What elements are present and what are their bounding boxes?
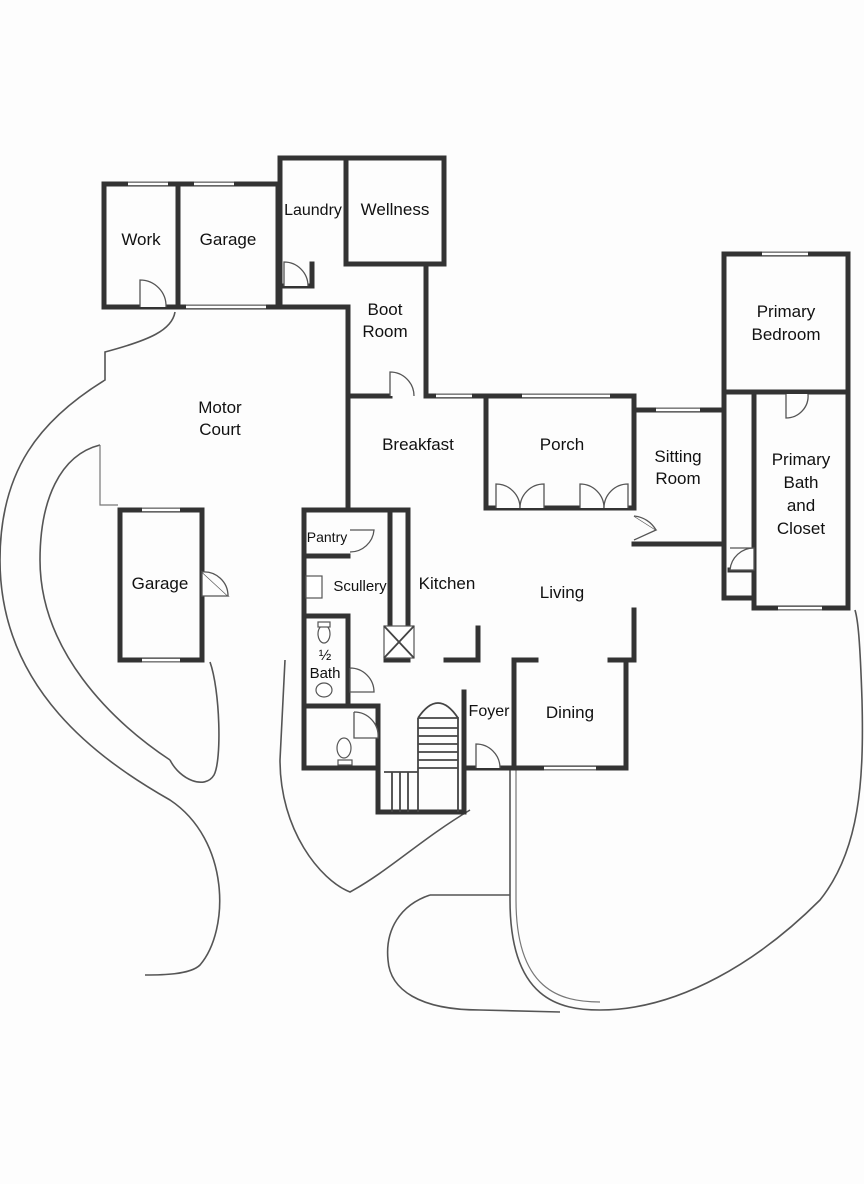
fixtures [305,575,415,766]
label-primary-bath-1: Primary [772,450,831,469]
label-primary-bath-3: and [787,496,815,515]
staircase [384,702,459,812]
label-primary-bedroom-2: Bedroom [752,325,821,344]
label-kitchen: Kitchen [419,574,476,593]
scullery-sink [305,575,323,599]
windows [128,181,822,771]
toilet-tank [317,621,331,628]
label-sitting-room-1: Sitting [654,447,701,466]
label-primary-bath-2: Bath [784,473,819,492]
label-boot-room-1: Boot [368,300,403,319]
toilet-powder-room [336,737,352,759]
label-wellness: Wellness [361,200,430,219]
label-garage-west: Garage [132,574,189,593]
label-foyer: Foyer [469,703,511,720]
label-work: Work [121,230,161,249]
label-half-bath-1: ½ [319,647,332,664]
label-dining: Dining [546,703,594,722]
room-labels: Work Garage Laundry Wellness Boot Room M… [121,200,830,722]
label-motor-court-1: Motor [198,398,242,417]
label-sitting-room-2: Room [655,469,700,488]
label-pantry: Pantry [307,529,347,545]
label-half-bath-2: Bath [310,665,341,682]
doors [139,261,809,769]
driveway-curves [0,311,864,1013]
label-primary-bath-4: Closet [777,519,825,538]
toilet-half-bath [317,624,331,644]
label-primary-bedroom-1: Primary [757,302,816,321]
label-garage-north: Garage [200,230,257,249]
label-boot-room-2: Room [362,322,407,341]
label-living: Living [540,583,584,602]
label-motor-court-2: Court [199,420,241,439]
label-laundry: Laundry [284,202,342,219]
label-breakfast: Breakfast [382,435,454,454]
powder-toilet-tank [337,759,353,766]
label-scullery: Scullery [333,578,387,595]
half-bath-sink [315,682,333,698]
label-porch: Porch [540,435,584,454]
